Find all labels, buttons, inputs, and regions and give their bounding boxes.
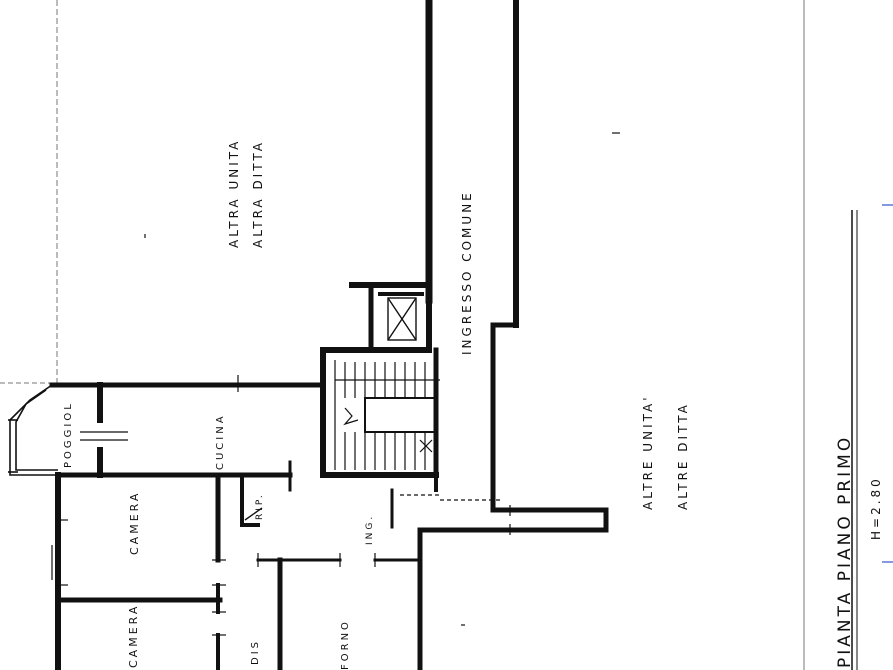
title-block-frame (851, 210, 858, 670)
label-altra-unita: ALTRA UNITA (227, 139, 241, 248)
room-labels: ALTRA UNITA ALTRA DITTA INGRESSO COMUNE … (63, 139, 690, 670)
label-ingresso-comune: INGRESSO COMUNE (460, 190, 474, 355)
staircase (334, 360, 440, 470)
title-block: PIANTA PIANO PRIMO H=2.80 (835, 435, 883, 668)
label-dis: DIS (250, 639, 261, 665)
ripostiglio-door (244, 507, 263, 521)
opening-marks (51, 132, 620, 636)
ceiling-height: H=2.80 (869, 476, 883, 540)
label-rip: RIP. (255, 492, 265, 520)
margin-marks (882, 204, 893, 563)
lift-shaft (378, 292, 424, 341)
label-poggiolo: POGGIOL (63, 401, 74, 468)
drawing-title: PIANTA PIANO PRIMO (835, 435, 855, 668)
interior-walls (55, 382, 422, 670)
exterior-walls (49, 0, 609, 670)
label-altra-ditta: ALTRA DITTA (251, 140, 265, 248)
label-cucina: CUCINA (215, 413, 226, 470)
balcony-bay (8, 384, 58, 476)
label-forno: FORNO (340, 619, 351, 670)
label-altre-unita: ALTRE UNITA' (641, 394, 655, 510)
sheet-guide-lines (0, 0, 805, 670)
label-camera-2: CAMERA (127, 604, 140, 668)
label-altre-ditta: ALTRE DITTA (676, 402, 690, 510)
label-ing: ING. (365, 514, 375, 545)
label-camera-1: CAMERA (128, 491, 141, 555)
